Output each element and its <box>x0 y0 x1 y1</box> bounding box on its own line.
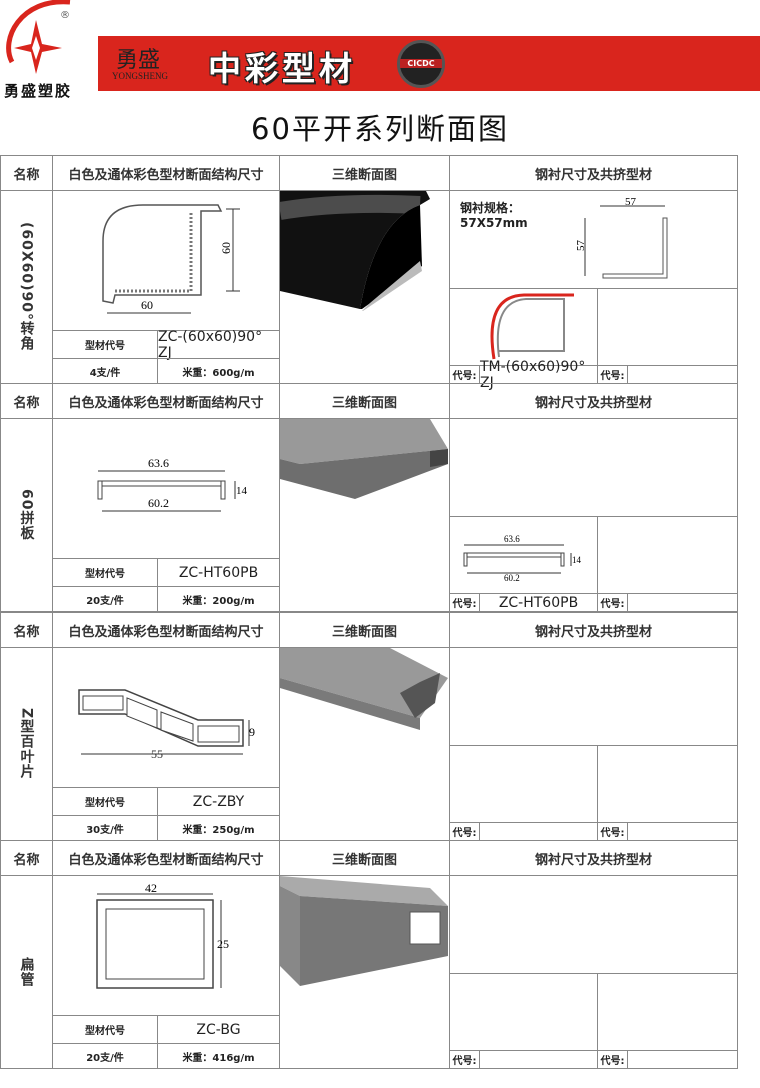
svg-text:42: 42 <box>145 881 157 895</box>
profile-name: Z型百叶片 <box>0 647 53 841</box>
header-name: 名称 <box>0 155 53 191</box>
header-section: 白色及通体彩色型材断面结构尺寸 <box>52 383 280 419</box>
header-steel: 钢衬尺寸及共挤型材 <box>449 155 738 191</box>
code-label: 代号: <box>449 593 480 612</box>
section-drawing: 60 60 <box>52 190 280 331</box>
svg-text:25: 25 <box>217 937 229 951</box>
steel-area: 钢衬规格：57X57mm 57 57 <box>449 190 738 289</box>
steel-spec-label: 钢衬规格： <box>460 201 521 215</box>
header-3d: 三维断面图 <box>279 840 450 876</box>
header-3d: 三维断面图 <box>279 612 450 648</box>
header-3d: 三维断面图 <box>279 383 450 419</box>
dim-height: 60 <box>219 242 233 254</box>
banner-brand-en: YONGSHENG <box>112 71 168 81</box>
3d-section-image <box>279 418 450 612</box>
profile-name: 扁管 <box>0 875 53 1069</box>
header-section: 白色及通体彩色型材断面结构尺寸 <box>52 612 280 648</box>
coextrusion-drawing-2 <box>597 516 738 594</box>
header-name: 名称 <box>0 383 53 419</box>
svg-text:60.2: 60.2 <box>504 573 520 583</box>
code-label: 代号: <box>597 593 628 612</box>
coextrusion-drawing-1 <box>449 288 598 366</box>
profile-code-label: 型材代号 <box>52 787 158 816</box>
section-drawing: 42 25 <box>52 875 280 1016</box>
coextrusion-code-2 <box>627 1050 738 1069</box>
weight-per-meter: 米重：200g/m <box>157 586 280 612</box>
code-label: 代号: <box>449 1050 480 1069</box>
header-name: 名称 <box>0 840 53 876</box>
coextrusion-drawing-2 <box>597 288 738 366</box>
coextrusion-drawing-2 <box>597 973 738 1051</box>
logo-text: 勇盛塑胶 <box>4 82 73 100</box>
page-title: 60平开系列断面图 <box>251 112 509 146</box>
svg-text:60.2: 60.2 <box>148 496 169 510</box>
code-label: 代号: <box>449 822 480 841</box>
profile-code: ZC-HT60PB <box>157 558 280 587</box>
coextrusion-code-1: TM-(60x60)90° ZJ <box>479 359 598 391</box>
pack-quantity: 30支/件 <box>52 815 158 841</box>
header-steel: 钢衬尺寸及共挤型材 <box>449 612 738 648</box>
code-label: 代号: <box>597 365 628 384</box>
svg-text:55: 55 <box>151 747 163 761</box>
registered-mark: ® <box>60 10 70 21</box>
profile-code: ZC-BG <box>157 1015 280 1044</box>
weight-per-meter: 米重：600g/m <box>157 358 280 384</box>
steel-area <box>449 418 738 517</box>
company-logo: ® 勇盛塑胶 <box>0 0 98 105</box>
pack-quantity: 20支/件 <box>52 586 158 612</box>
coextrusion-drawing-2 <box>597 745 738 823</box>
svg-text:63.6: 63.6 <box>504 534 520 544</box>
header-3d: 三维断面图 <box>279 155 450 191</box>
coextrusion-code-1: ZC-HT60PB <box>479 593 598 612</box>
3d-section-image <box>279 647 450 841</box>
certification-seal-icon: CICDC <box>397 40 445 88</box>
header-section: 白色及通体彩色型材断面结构尺寸 <box>52 155 280 191</box>
3d-section-image <box>279 875 450 1069</box>
dim-width: 60 <box>141 298 153 312</box>
svg-text:57: 57 <box>575 240 587 252</box>
coextrusion-code-1 <box>479 822 598 841</box>
banner-brand: 勇盛 <box>116 48 161 73</box>
profile-code-label: 型材代号 <box>52 558 158 587</box>
svg-text:63.6: 63.6 <box>148 456 169 470</box>
profile-name: (60X60)90°转角 <box>0 190 53 384</box>
steel-area <box>449 875 738 974</box>
header-steel: 钢衬尺寸及共挤型材 <box>449 383 738 419</box>
section-drawing: 55 9 <box>52 647 280 788</box>
weight-per-meter: 米重：250g/m <box>157 815 280 841</box>
3d-section-image <box>279 190 450 384</box>
svg-text:57: 57 <box>625 196 637 208</box>
pack-quantity: 4支/件 <box>52 358 158 384</box>
banner-title: 中彩型材 <box>208 49 356 88</box>
profile-name: 60拼板 <box>0 418 53 612</box>
header-steel: 钢衬尺寸及共挤型材 <box>449 840 738 876</box>
profile-code: ZC-ZBY <box>157 787 280 816</box>
code-label: 代号: <box>449 365 480 384</box>
header-name: 名称 <box>0 612 53 648</box>
profile-code-label: 型材代号 <box>52 330 158 359</box>
svg-text:9: 9 <box>249 725 255 739</box>
steel-area <box>449 647 738 746</box>
steel-spec: 57X57mm <box>460 216 528 230</box>
brand-banner: 勇盛 YONGSHENG 中彩型材 CICDC <box>98 36 760 91</box>
weight-per-meter: 米重：416g/m <box>157 1043 280 1069</box>
header-section: 白色及通体彩色型材断面结构尺寸 <box>52 840 280 876</box>
coextrusion-code-2 <box>627 822 738 841</box>
coextrusion-drawing-1 <box>449 745 598 823</box>
svg-text:14: 14 <box>572 555 582 565</box>
star-logo-icon <box>6 0 71 74</box>
coextrusion-code-1 <box>479 1050 598 1069</box>
code-label: 代号: <box>597 822 628 841</box>
coextrusion-code-2 <box>627 593 738 612</box>
coextrusion-drawing-1: 63.6 60.2 14 <box>449 516 598 594</box>
pack-quantity: 20支/件 <box>52 1043 158 1069</box>
profile-code: ZC-(60x60)90° ZJ <box>157 329 280 361</box>
code-label: 代号: <box>597 1050 628 1069</box>
coextrusion-code-2 <box>627 365 738 384</box>
coextrusion-drawing-1 <box>449 973 598 1051</box>
section-drawing: 63.6 60.2 14 <box>52 418 280 559</box>
svg-text:14: 14 <box>236 485 248 497</box>
profile-code-label: 型材代号 <box>52 1015 158 1044</box>
